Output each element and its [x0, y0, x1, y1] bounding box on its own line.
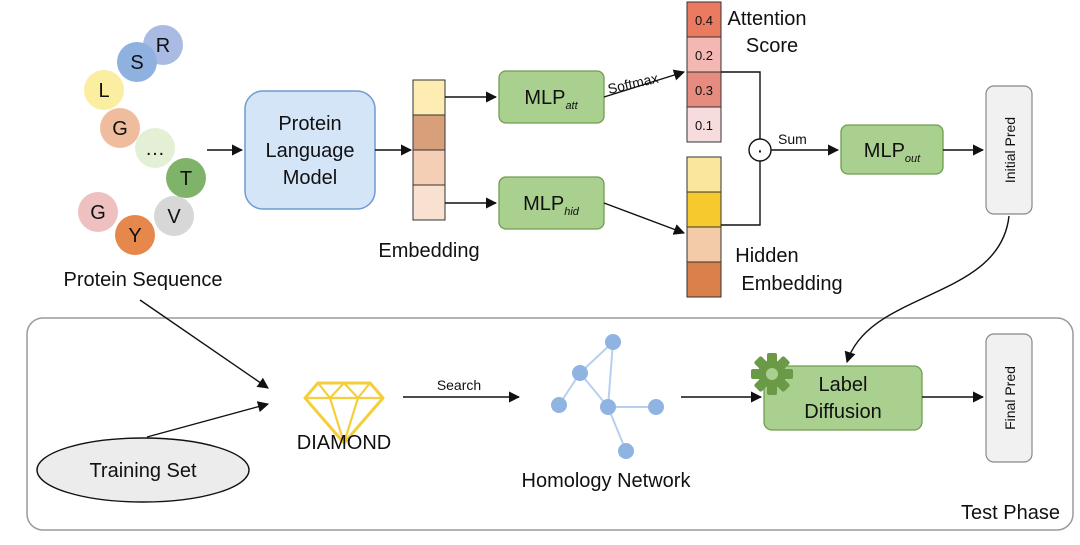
- homology-node: [551, 397, 567, 413]
- plm-label-line2: Language: [266, 140, 355, 162]
- mlp-hid-label: MLPhid: [523, 193, 580, 218]
- residue-letter: …: [145, 138, 165, 160]
- edge-hidden-to-sum: [721, 161, 761, 226]
- initial-pred-label: Initial Pred: [1002, 117, 1018, 183]
- residue-bubble: [135, 128, 175, 168]
- search-label: Search: [437, 377, 481, 393]
- homology-network-graph: [551, 334, 664, 459]
- residue-bubble: [154, 196, 194, 236]
- embedding-cell: [412, 79, 446, 116]
- final-pred-box: [985, 333, 1033, 463]
- hidden-embedding-vector: [686, 156, 722, 298]
- attention-cell: [686, 1, 722, 38]
- embedding-cell: [412, 184, 446, 221]
- homology-node: [600, 399, 616, 415]
- mlp-out-label: MLPout: [864, 140, 921, 165]
- edge-seq-to-diamond: [139, 299, 269, 389]
- hidden-cell: [686, 226, 722, 263]
- homology-node: [605, 334, 621, 350]
- homology-node: [648, 399, 664, 415]
- residue-bubble: [78, 192, 118, 232]
- embedding-vector: [412, 79, 446, 221]
- softmax-label: Softmax: [606, 70, 660, 97]
- edge-training-to-diamond: [146, 401, 270, 438]
- edge-initial-pred-to-diffusion: [844, 215, 1010, 364]
- label-diffusion-line2: Diffusion: [804, 401, 881, 423]
- edge-attention-to-sum: [721, 71, 761, 139]
- residue-letter: G: [112, 118, 128, 140]
- residue-bubble: [117, 42, 157, 82]
- protein-sequence-label: Protein Sequence: [63, 269, 222, 291]
- hidden-cell: [686, 261, 722, 298]
- attention-value: 0.3: [695, 83, 713, 98]
- residue-letter: R: [156, 35, 170, 57]
- embedding-cell: [412, 114, 446, 151]
- homology-network-label: Homology Network: [522, 470, 692, 492]
- test-phase-label: Test Phase: [961, 502, 1060, 524]
- plm-label-line1: Protein: [278, 113, 341, 135]
- attention-value: 0.2: [695, 48, 713, 63]
- hidden-cell: [686, 156, 722, 193]
- attention-cell: [686, 36, 722, 73]
- residue-letter: V: [167, 206, 181, 228]
- residue-bubble: [84, 70, 124, 110]
- edge-mlp-hid-to-hidden: [603, 202, 686, 235]
- mlp-att-label: MLPatt: [524, 87, 578, 112]
- training-set-ellipse: [36, 437, 250, 503]
- residue-letter: G: [90, 202, 106, 224]
- diamond-icon: [303, 381, 385, 445]
- label-diffusion-box: [763, 365, 923, 431]
- attention-value: 0.4: [695, 13, 713, 28]
- diamond-label: DIAMOND: [297, 432, 391, 454]
- gear-icon: [751, 353, 793, 395]
- initial-pred-box: [985, 85, 1033, 215]
- residue-letter: S: [130, 52, 143, 74]
- hidden-label-line1: Hidden: [735, 245, 798, 267]
- residue-letter: Y: [128, 225, 141, 247]
- edge-mlp-att-to-attention: [603, 69, 686, 98]
- homology-node: [618, 443, 634, 459]
- residue-letter: L: [98, 80, 109, 102]
- residue-letter: T: [180, 168, 192, 190]
- attention-label-line2: Score: [746, 35, 798, 57]
- training-set-label: Training Set: [89, 460, 197, 482]
- final-pred-label: Final Pred: [1002, 366, 1018, 430]
- residue-bubble: [115, 215, 155, 255]
- gear-hole: [766, 368, 778, 380]
- hidden-label-line2: Embedding: [741, 273, 842, 295]
- sum-operator-symbol: ·: [757, 140, 764, 162]
- attention-cell: [686, 106, 722, 143]
- sum-label: Sum: [778, 131, 807, 147]
- test-phase-panel: [26, 317, 1074, 531]
- residue-bubble: [100, 108, 140, 148]
- label-diffusion-line1: Label: [819, 374, 868, 396]
- attention-value: 0.1: [695, 118, 713, 133]
- residue-bubble: [166, 158, 206, 198]
- embedding-label: Embedding: [378, 240, 479, 262]
- attention-score-vector: 0.4 0.2 0.3 0.1: [686, 1, 722, 143]
- embedding-cell: [412, 149, 446, 186]
- attention-label-line1: Attention: [728, 8, 807, 30]
- homology-node: [572, 365, 588, 381]
- hidden-cell: [686, 191, 722, 228]
- homology-edge: [607, 341, 614, 408]
- plm-label-line3: Model: [283, 167, 337, 189]
